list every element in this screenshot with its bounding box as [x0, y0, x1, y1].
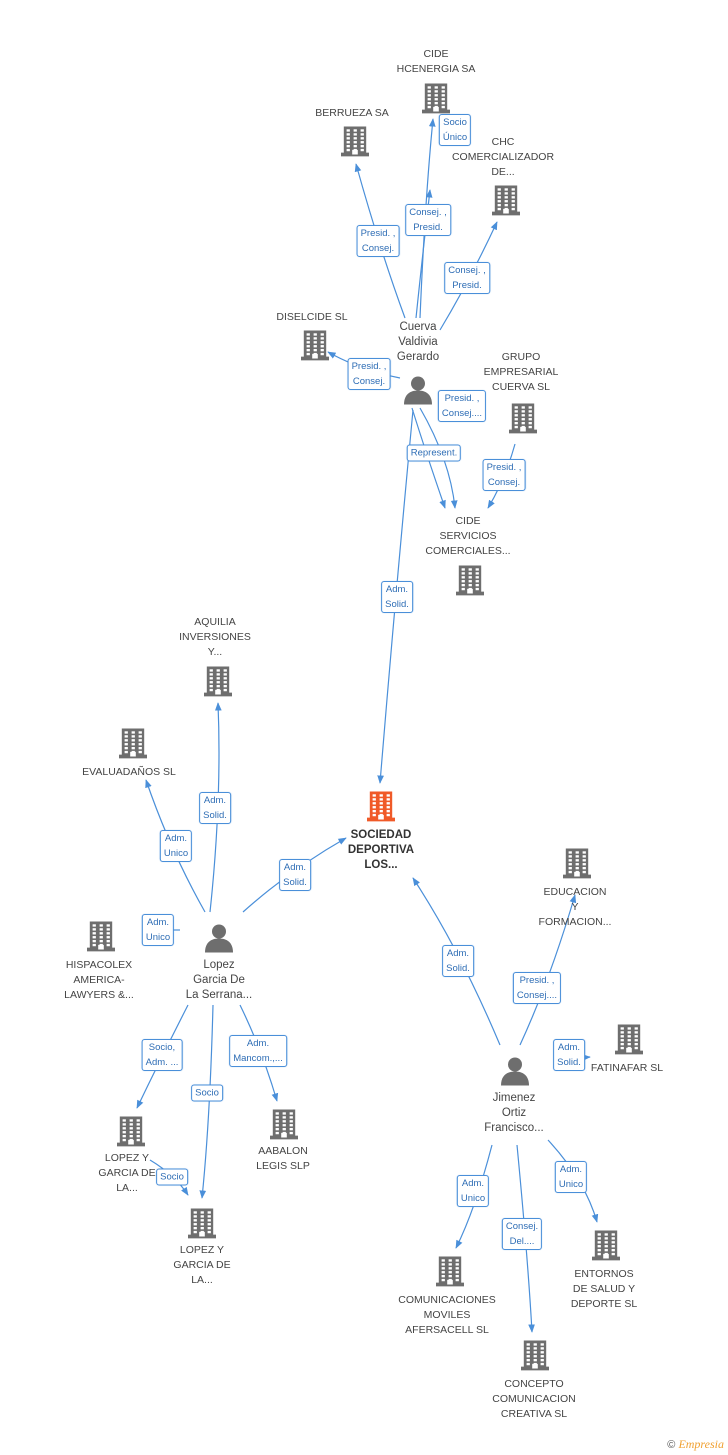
- company-building-icon[interactable]: [117, 1114, 145, 1153]
- relation-label[interactable]: Consej. , Presid.: [444, 262, 490, 294]
- brand-logo: Empresia: [678, 1437, 724, 1451]
- relation-label[interactable]: Adm. Solid.: [553, 1039, 585, 1071]
- company-building-icon[interactable]: [341, 124, 369, 163]
- relation-label[interactable]: Adm. Solid.: [279, 859, 311, 891]
- company-name-label[interactable]: FATINAFAR SL: [590, 1062, 664, 1074]
- company-name-label[interactable]: LOPEZ Y GARCIA DE LA...: [98, 1152, 156, 1194]
- company-name-label[interactable]: EDUCACION Y FORMACION...: [538, 886, 612, 928]
- relation-label[interactable]: Adm. Unico: [456, 1175, 490, 1207]
- company-name-label[interactable]: GRUPO EMPRESARIAL CUERVA SL: [483, 351, 559, 393]
- relation-label[interactable]: Adm. Unico: [141, 914, 175, 946]
- relation-label[interactable]: Socio Único: [438, 114, 472, 146]
- person-name-label[interactable]: Jimenez Ortiz Francisco...: [484, 1092, 544, 1134]
- company-building-icon[interactable]: [422, 81, 450, 120]
- company-building-icon[interactable]: [521, 1338, 549, 1377]
- relation-label[interactable]: Consej. , Presid.: [405, 204, 451, 236]
- company-building-icon[interactable]: [301, 328, 329, 367]
- footer-brand[interactable]: © Empresia: [667, 1437, 724, 1452]
- company-building-icon[interactable]: [456, 563, 484, 602]
- relation-label[interactable]: Presid. , Consej.: [356, 225, 400, 257]
- person-name-label[interactable]: Cuerva Valdivia Gerardo: [396, 321, 440, 363]
- relation-label[interactable]: Adm. Mancom.,...: [229, 1035, 287, 1067]
- relation-label[interactable]: Consej. Del....: [501, 1218, 543, 1250]
- person-name-label[interactable]: Lopez Garcia De La Serrana...: [185, 959, 253, 1001]
- relation-label[interactable]: Adm. Unico: [554, 1161, 588, 1193]
- relation-label[interactable]: Socio: [191, 1084, 223, 1102]
- copyright-symbol: ©: [667, 1439, 676, 1451]
- company-name-label[interactable]: EVALUADAÑOS SL: [82, 766, 176, 778]
- relation-label[interactable]: Presid. , Consej....: [512, 972, 562, 1004]
- company-name-label[interactable]: CIDE HCENERGIA SA: [396, 48, 476, 75]
- company-name-label[interactable]: CONCEPTO COMUNICACION CREATIVA SL: [492, 1378, 576, 1420]
- company-building-icon[interactable]: [563, 846, 591, 885]
- relation-label[interactable]: Adm. Solid.: [199, 792, 231, 824]
- company-building-icon[interactable]: [615, 1022, 643, 1061]
- company-building-icon[interactable]: [592, 1228, 620, 1267]
- company-name-label[interactable]: DISELCIDE SL: [276, 311, 348, 323]
- company-name-label[interactable]: AQUILIA INVERSIONES Y...: [179, 616, 251, 658]
- person-icon[interactable]: [500, 1056, 530, 1091]
- company-building-icon[interactable]: [87, 919, 115, 958]
- relation-label[interactable]: Adm. Solid.: [381, 581, 413, 613]
- person-icon[interactable]: [403, 375, 433, 410]
- company-building-icon[interactable]: [119, 726, 147, 765]
- relation-label[interactable]: Presid. , Consej.: [482, 459, 526, 491]
- company-building-icon[interactable]: [188, 1206, 216, 1245]
- company-name-label[interactable]: ENTORNOS DE SALUD Y DEPORTE SL: [570, 1268, 638, 1310]
- company-name-label[interactable]: AABALON LEGIS SLP: [256, 1145, 310, 1172]
- main-company-icon[interactable]: [367, 789, 395, 828]
- company-name-label[interactable]: COMUNICACIONES MOVILES AFERSACELL SL: [398, 1294, 496, 1336]
- main-company-label[interactable]: SOCIEDAD DEPORTIVA LOS...: [347, 829, 415, 871]
- relation-label[interactable]: Socio: [156, 1168, 188, 1186]
- company-name-label[interactable]: LOPEZ Y GARCIA DE LA...: [173, 1244, 231, 1286]
- company-building-icon[interactable]: [436, 1254, 464, 1293]
- company-building-icon[interactable]: [509, 401, 537, 440]
- relation-edge: [199, 1004, 214, 1199]
- company-name-label[interactable]: CHC COMERCIALIZADOR DE...: [451, 136, 555, 178]
- company-building-icon[interactable]: [270, 1107, 298, 1146]
- company-building-icon[interactable]: [204, 664, 232, 703]
- person-icon[interactable]: [204, 923, 234, 958]
- company-name-label[interactable]: CIDE SERVICIOS COMERCIALES...: [425, 515, 511, 557]
- relation-label[interactable]: Adm. Solid.: [442, 945, 474, 977]
- relation-label[interactable]: Represent.: [406, 444, 462, 462]
- relation-label[interactable]: Presid. , Consej....: [437, 390, 487, 422]
- relation-label[interactable]: Adm. Unico: [159, 830, 193, 862]
- relation-label[interactable]: Socio, Adm. ...: [141, 1039, 183, 1071]
- company-name-label[interactable]: BERRUEZA SA: [315, 107, 389, 119]
- relation-label[interactable]: Presid. , Consej.: [347, 358, 391, 390]
- company-name-label[interactable]: HISPACOLEX AMERICA- LAWYERS &...: [64, 959, 134, 1001]
- company-building-icon[interactable]: [492, 183, 520, 222]
